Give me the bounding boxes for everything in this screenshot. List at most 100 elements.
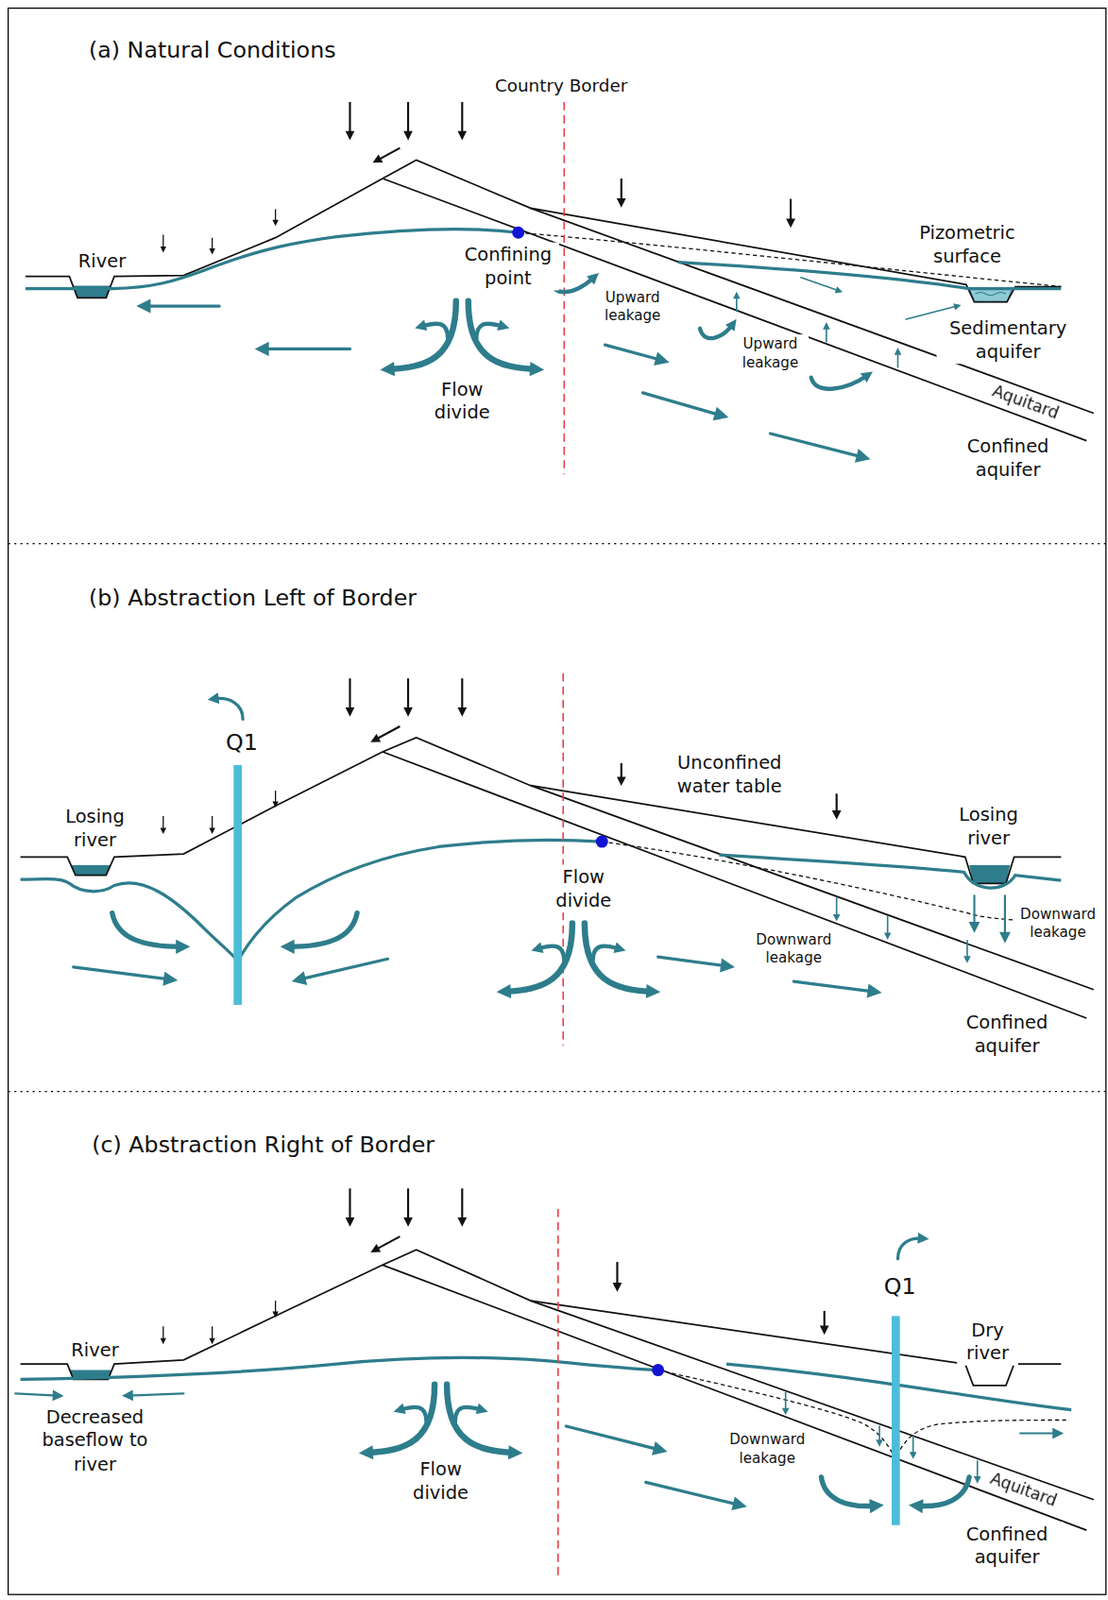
panel-a-flow-arrows	[769, 433, 862, 458]
panel-b-rain	[375, 726, 400, 740]
panel-a-flow-arrows	[801, 277, 839, 291]
panel-c-geology	[20, 1249, 1062, 1386]
panel-a-flow-arrows	[144, 277, 957, 458]
panel-b-geology	[718, 854, 1061, 888]
divide-label: Flow divide	[424, 376, 501, 426]
panel-b-flow-arrows	[505, 922, 653, 991]
panel-title: (a) Natural Conditions	[86, 36, 339, 67]
panel-a-geology	[25, 102, 1094, 475]
baseflow-note: Decreased baseflow to river	[31, 1404, 159, 1477]
panel-title: (c) Abstraction Right of Border	[89, 1131, 437, 1161]
panel-b-geology	[20, 737, 1062, 884]
panel-c-rain	[211, 1326, 213, 1341]
border-label: Country Border	[493, 74, 631, 98]
panel-b-geology	[20, 673, 1094, 1046]
frame	[8, 8, 1107, 1596]
panel-a-geology	[511, 226, 525, 239]
panel-c-flow-arrows	[646, 1482, 739, 1505]
panel-a-rain	[789, 199, 792, 223]
panel-a-geology	[382, 178, 1087, 442]
panel-b-flow-arrows	[289, 913, 358, 948]
panel-b-rain	[620, 763, 623, 781]
panel-b-rain	[211, 816, 213, 831]
panel-a-flow-arrows	[604, 344, 661, 360]
panel-c-rain	[163, 1188, 825, 1341]
panel-a-rain	[162, 234, 164, 249]
panel-c-rain	[274, 1300, 276, 1314]
frame	[8, 543, 1107, 545]
panel-c-rain	[375, 1236, 400, 1250]
panel-a-rain	[348, 102, 351, 136]
panel-b-geology	[233, 765, 242, 1006]
panel-c-flow-arrows	[917, 1477, 970, 1507]
frame	[8, 1090, 1107, 1092]
panel-c-rain	[407, 1188, 410, 1222]
panel-a-rain	[407, 102, 410, 136]
panel-c-geology	[20, 1209, 1094, 1577]
panel-b-geology	[562, 673, 564, 1046]
panel-c-flow-arrows	[820, 1477, 875, 1507]
leakage-label: Upward leakage	[594, 287, 671, 324]
panel-a-flow-arrows	[263, 347, 351, 351]
panel-a-geology	[975, 291, 1006, 295]
panel-a-flow-arrows	[735, 295, 738, 311]
aquifer-label: Confined aquifer	[952, 434, 1065, 483]
aquifer-label: Sedimentary aquifer	[937, 315, 1080, 364]
panel-a-rain	[163, 102, 791, 252]
panel-b-geology	[601, 841, 1061, 921]
panel-a-rain	[377, 148, 401, 161]
river-label: River	[68, 1337, 121, 1362]
panel-b-flow-arrows	[1004, 895, 1006, 937]
frame	[8, 8, 1107, 1596]
panel-c-geology	[382, 1264, 1087, 1531]
panel-a-geology	[530, 207, 1094, 413]
river-label: River	[76, 249, 129, 273]
leakage-label: Downward leakage	[1015, 904, 1102, 942]
panel-c-flow-arrows	[897, 1238, 922, 1260]
panel-a-rain	[274, 208, 276, 222]
point-label: Confining point	[457, 242, 560, 291]
panel-a-flow-arrows	[811, 375, 868, 389]
panel-b-geology	[71, 865, 111, 876]
river-label: Losing river	[947, 802, 1029, 852]
panel-c-geology	[891, 1315, 901, 1525]
well-label: Q1	[223, 728, 260, 758]
panel-c-flow-arrows	[128, 1393, 184, 1396]
aquifer-label: Confined aquifer	[951, 1010, 1064, 1059]
panel-b-flow-arrows	[966, 940, 969, 959]
panel-a-flow-arrows	[897, 352, 900, 368]
panel-a-flow-arrows	[389, 301, 537, 370]
leakage-label: Upward leakage	[732, 334, 809, 372]
panel-b-flow-arrows	[886, 916, 889, 937]
panel-b-flow-arrows	[112, 913, 182, 948]
panel-c-flow-arrows	[976, 1461, 979, 1480]
panel-b-flow-arrows	[73, 698, 1006, 992]
well-label: Q1	[882, 1273, 919, 1303]
divide-label: Flow divide	[545, 865, 622, 914]
panel-c-flow-arrows	[15, 1393, 57, 1396]
panel-c-flow-arrows	[912, 1436, 915, 1455]
panel-title: (b) Abstraction Left of Border	[86, 584, 419, 614]
panel-b-geology	[969, 865, 1010, 884]
panel-c-geology	[658, 1370, 1067, 1460]
panel-c-geology	[557, 1209, 560, 1577]
panel-b-geology	[596, 835, 609, 849]
panel-c-rain	[615, 1261, 618, 1287]
panel-b-rain	[407, 678, 410, 712]
river-label: Dry river	[956, 1317, 1019, 1366]
panel-b-geology	[20, 840, 603, 962]
panel-c-rain	[823, 1311, 826, 1330]
panel-a-geology	[562, 102, 565, 475]
divide-label: Flow divide	[402, 1457, 479, 1506]
panel-c-flow-arrows	[878, 1426, 881, 1443]
panel-b-flow-arrows	[972, 895, 975, 926]
panel-a-flow-arrows	[144, 304, 220, 307]
panel-b-flow-arrows	[793, 981, 873, 992]
panel-a-geology	[25, 160, 1061, 303]
leakage-label: Downward leakage	[750, 930, 837, 968]
panel-b-rain	[274, 790, 276, 804]
panel-b-flow-arrows	[658, 956, 727, 967]
panel-c-rain	[162, 1326, 164, 1341]
panel-c-flow-arrows	[367, 1384, 515, 1453]
panel-c-rain	[460, 1188, 463, 1222]
